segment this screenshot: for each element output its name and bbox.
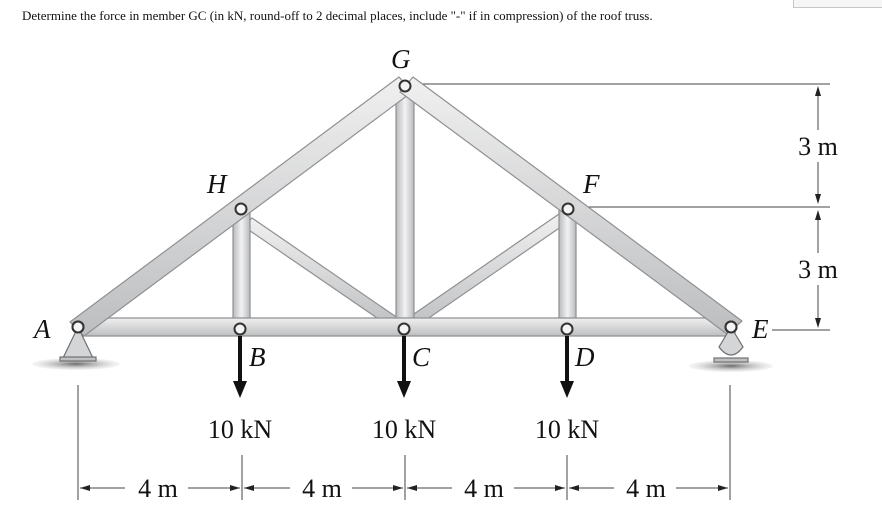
member-HB	[232, 207, 251, 333]
joint-label-B: B	[249, 342, 266, 372]
joint-label-H: H	[206, 169, 228, 199]
question-text: Determine the force in member GC (in kN,…	[22, 8, 653, 23]
rise-label-lower: 3 m	[798, 255, 838, 284]
reference-lines	[77, 83, 830, 500]
joint-label-F: F	[582, 169, 600, 199]
load-arrows	[233, 336, 574, 398]
pin-support-A	[59, 320, 97, 362]
ground-left	[32, 358, 120, 370]
member-GC	[395, 83, 415, 333]
span-label-AB: 4 m	[138, 474, 178, 503]
joint-label-D: D	[574, 342, 595, 372]
pin-H	[234, 202, 248, 216]
pin-C	[397, 322, 411, 336]
answer-box-edge	[793, 0, 882, 8]
pin-G	[398, 79, 412, 93]
load-label-D: 10 kN	[535, 415, 600, 444]
roller-support-E	[713, 320, 749, 363]
load-label-C: 10 kN	[372, 415, 437, 444]
load-label-B: 10 kN	[208, 415, 273, 444]
member-HC	[242, 217, 409, 334]
joint-label-E: E	[751, 314, 769, 344]
pin-F	[561, 202, 575, 216]
dimension-arrowheads	[80, 86, 821, 491]
span-label-CD: 4 m	[464, 474, 504, 503]
member-FD	[558, 207, 577, 333]
member-CF	[397, 213, 569, 334]
joint-label-A: A	[32, 314, 51, 344]
ground-right	[689, 360, 773, 372]
span-label-BC: 4 m	[302, 474, 342, 503]
pin-D	[560, 322, 574, 336]
span-label-DE: 4 m	[626, 474, 666, 503]
joint-label-C: C	[412, 342, 431, 372]
rise-label-upper: 3 m	[798, 132, 838, 161]
pin-B	[233, 322, 247, 336]
joint-label-G: G	[391, 44, 411, 74]
